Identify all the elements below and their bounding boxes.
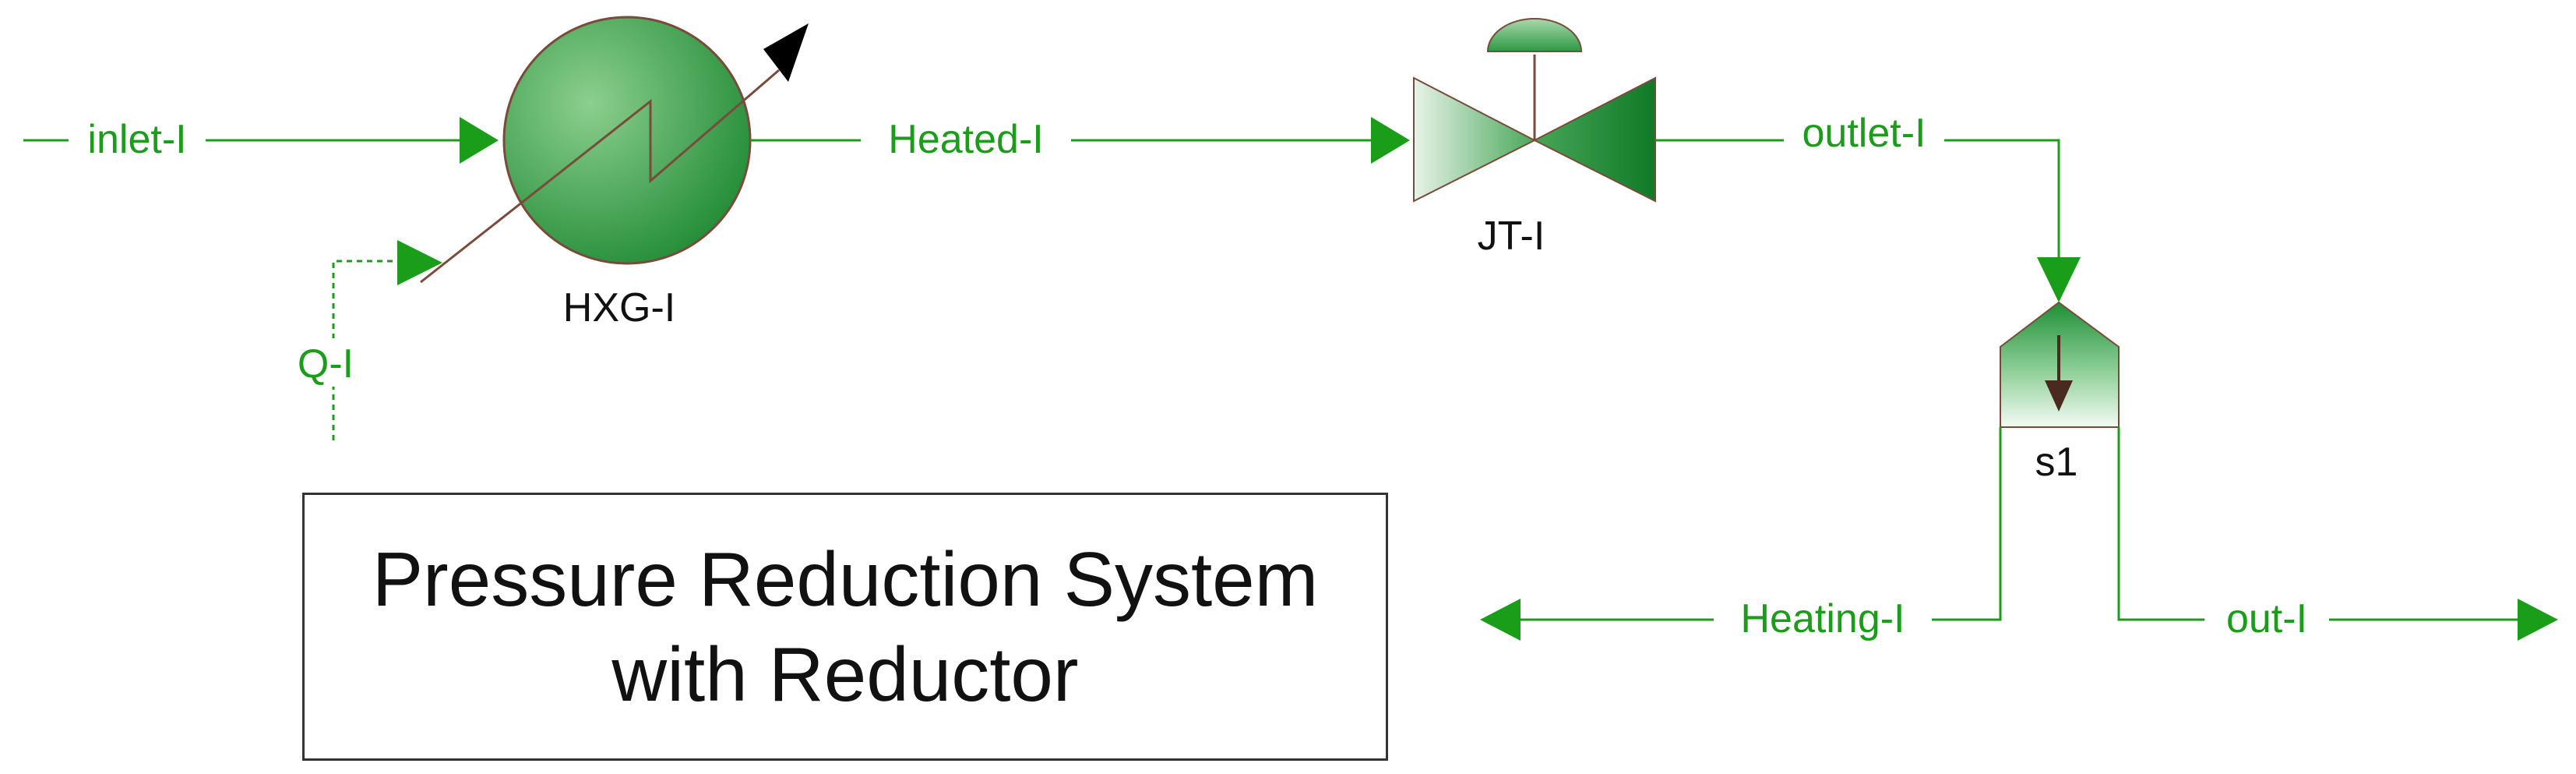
heater-arrowhead-icon [763, 23, 809, 82]
stream-out-label: out-I [2226, 596, 2307, 641]
stream-inlet-label-bg [69, 117, 206, 161]
heater-coil-line [420, 69, 780, 284]
stream-heated-label-bg [861, 117, 1071, 161]
stream-heating-line [1521, 427, 2002, 621]
stream-energy-label: Q-I [298, 341, 354, 387]
stream-heated-arrow [1371, 117, 1410, 164]
title-line-1: Pressure Reduction System [372, 536, 1319, 622]
stream-out-label-bg [2204, 596, 2329, 640]
valve-right-triangle [1532, 76, 1656, 203]
stream-inlet[interactable]: inlet-I [23, 117, 499, 164]
stream-inlet-arrow [460, 117, 499, 164]
title-box: Pressure Reduction System with Reductor [302, 493, 1388, 761]
heater-body [502, 16, 752, 265]
stream-outlet-label-bg [1784, 111, 1944, 154]
stream-outlet[interactable]: outlet-I [1655, 111, 2081, 302]
valve-left-triangle [1413, 76, 1537, 203]
stream-energy[interactable]: Q-I [277, 240, 442, 440]
stream-heated[interactable]: Heated-I [750, 117, 1410, 164]
stream-heating-label: Heating-I [1741, 596, 1905, 641]
heater-label: HXG-I [563, 285, 675, 330]
stream-out-arrow [2518, 599, 2558, 641]
stream-heating[interactable]: Heating-I [1480, 427, 2002, 641]
splitter-unit[interactable]: s1 [2000, 301, 2120, 485]
stream-energy-arrow [397, 240, 442, 285]
stream-heated-label: Heated-I [888, 117, 1043, 162]
valve-label: JT-I [1478, 214, 1545, 259]
stream-outlet-line [1655, 139, 2060, 257]
stream-energy-label-bg [277, 338, 374, 387]
stream-inlet-label: inlet-I [87, 117, 186, 162]
valve-unit[interactable]: JT-I [1413, 18, 1656, 259]
stream-heating-arrow [1480, 599, 1521, 641]
stream-out[interactable]: out-I [2117, 427, 2558, 641]
valve-actuator-cap [1486, 18, 1583, 52]
heater-unit[interactable]: HXG-I [420, 16, 809, 330]
stream-outlet-arrow [2037, 257, 2081, 302]
stream-outlet-label: outlet-I [1802, 111, 1926, 156]
title-line-2: with Reductor [611, 631, 1079, 717]
splitter-down-arrow-icon [2045, 380, 2073, 412]
stream-out-line [2117, 427, 2518, 621]
stream-heating-label-bg [1714, 596, 1932, 640]
splitter-label: s1 [2035, 440, 2078, 485]
